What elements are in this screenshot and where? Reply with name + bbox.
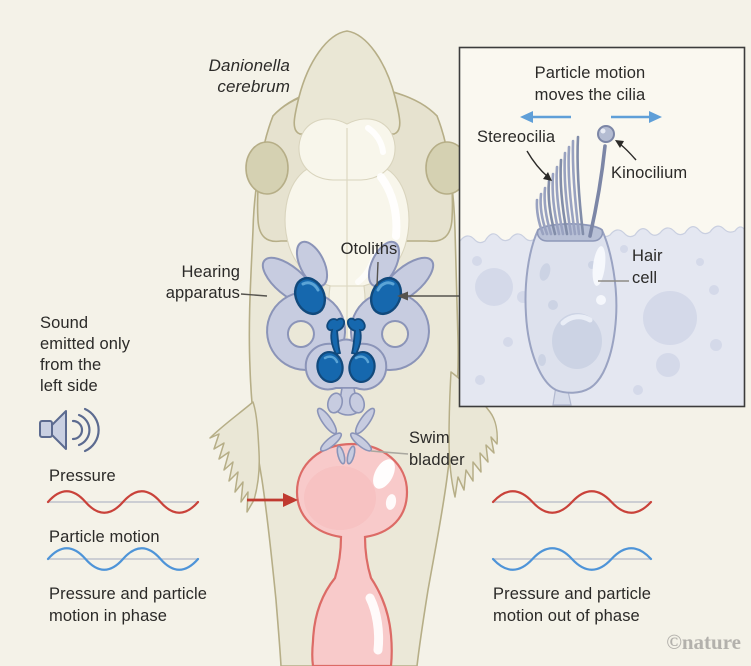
swim-bladder-illustration	[295, 442, 409, 666]
fish-illustration	[209, 30, 498, 666]
nature-credit: ©nature	[666, 630, 741, 654]
left-macula	[326, 317, 346, 356]
sound-direction-arrow	[247, 493, 298, 507]
bladder-gloss-small	[385, 494, 397, 510]
left-pectoral-fin	[209, 401, 260, 513]
inset-annotation-arrows	[526, 140, 637, 282]
hair-cell-nucleus	[552, 313, 602, 369]
kinocilium-label: Kinocilium	[611, 164, 688, 182]
saccule-capsule	[304, 317, 388, 391]
hair-cell-inset	[458, 46, 746, 408]
species-label: Danionella cerebrum	[208, 56, 290, 96]
left-pressure-wave	[46, 490, 200, 514]
bladder-shade	[304, 466, 376, 530]
right-macula	[346, 317, 366, 356]
hair-cell-organelles	[538, 261, 596, 366]
sound-note-label: Sound emitted only from the left side	[40, 314, 131, 395]
hair-cell-label: Hair cell	[632, 247, 663, 287]
bladder-gloss	[373, 459, 395, 489]
otoliths-pointer-line	[376, 261, 379, 287]
wave-plots	[46, 490, 653, 571]
speaker-icon	[39, 407, 100, 453]
stereocilia-bundle	[535, 135, 585, 236]
bladder-gloss-posterior	[365, 593, 384, 655]
hearing-apparatus-pointer-line	[240, 293, 268, 297]
right-small-otolith	[348, 350, 376, 384]
weberian-ossicles	[316, 387, 376, 465]
inset-connector-arrowhead	[397, 291, 408, 301]
in-phase-caption: Pressure and particle motion in phase	[49, 585, 208, 625]
particle-motion-label: Particle motion	[49, 528, 160, 546]
hearing-apparatus-label: Hearing apparatus	[165, 263, 240, 302]
pointer-lines	[240, 261, 459, 455]
particle-motion-direction-arrows	[520, 111, 662, 123]
out-of-phase-caption: Pressure and particle motion out of phas…	[493, 585, 652, 625]
right-pressure-wave	[491, 490, 653, 514]
fish-snout	[293, 30, 401, 135]
left-particle-wave	[46, 547, 200, 571]
swim-bladder-label: Swim bladder	[409, 429, 465, 469]
hair-cell-gloss-dot	[596, 295, 606, 305]
swim-bladder-pointer-line	[370, 450, 409, 455]
pressure-label: Pressure	[49, 467, 116, 485]
otoliths-label: Otoliths	[340, 240, 398, 258]
hearing-apparatus-illustration	[261, 240, 435, 465]
stereocilia-label: Stereocilia	[477, 128, 556, 146]
inset-border	[458, 46, 746, 408]
tissue-blobs	[472, 245, 722, 395]
right-particle-wave	[491, 547, 653, 571]
kinocilium-shape	[588, 125, 615, 238]
hair-cell-gloss	[592, 246, 606, 286]
left-eye	[245, 141, 289, 195]
inset-title: Particle motion moves the cilia	[534, 64, 646, 104]
